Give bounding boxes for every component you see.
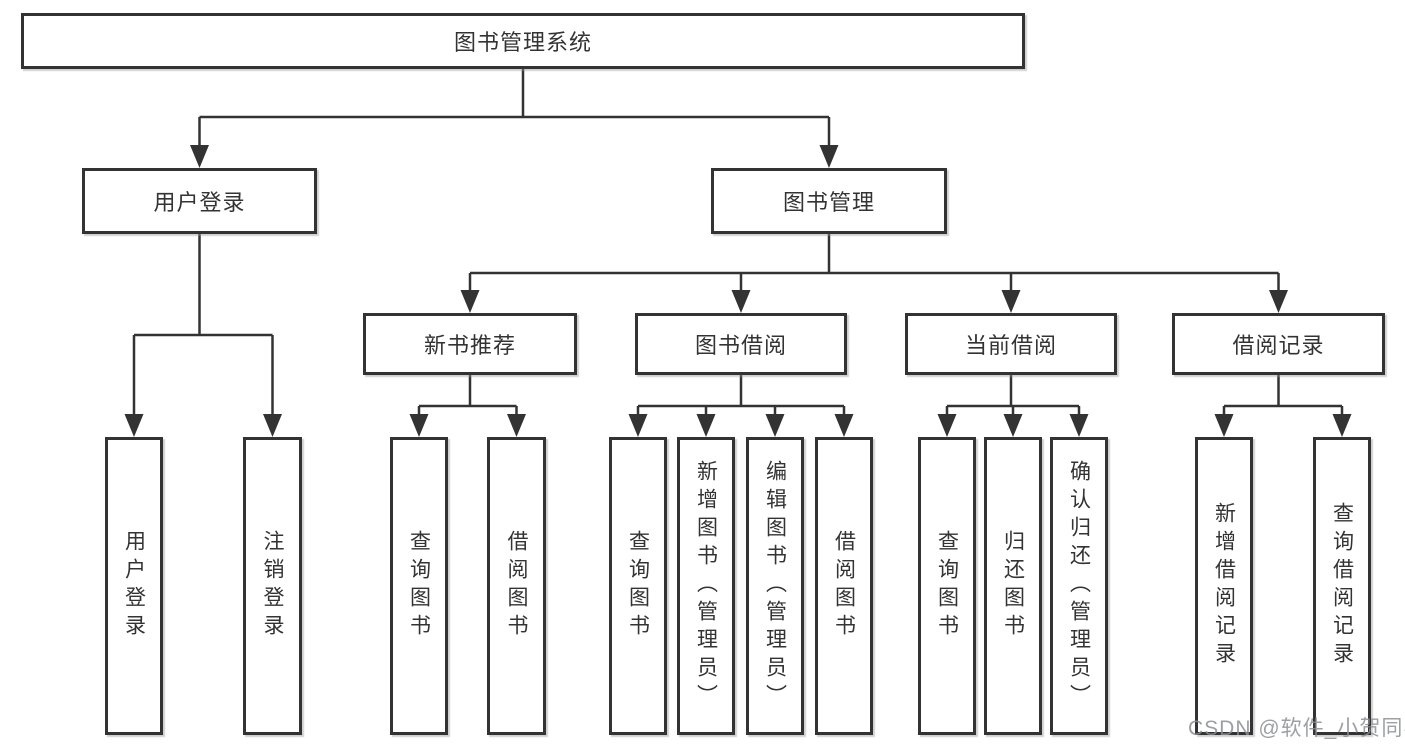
leaf-edit-book-admin-label: 编辑图书（管理员）	[763, 460, 787, 712]
leaf-query-books-3-label: 查询图书	[935, 530, 959, 642]
leaf-add-book-admin: 新增图书（管理员）	[677, 437, 735, 735]
connector-spines	[132, 69, 1344, 419]
watermark-text: CSDN @软件_小贺同学	[1188, 717, 1405, 740]
leaf-return-book-label: 归还图书	[1001, 530, 1025, 642]
node-new-book-recommend-label: 新书推荐	[423, 333, 516, 358]
leaf-add-borrow-record-label: 新增借阅记录	[1212, 502, 1236, 670]
leaf-logout-label: 注销登录	[261, 530, 284, 642]
node-current-borrow: 当前借阅	[905, 313, 1117, 375]
leaf-confirm-return-admin-label: 确认归还（管理员）	[1067, 460, 1091, 712]
node-borrow-records-label: 借阅记录	[1232, 333, 1325, 358]
leaf-edit-book-admin: 编辑图书（管理员）	[746, 437, 804, 735]
leaf-query-books-3: 查询图书	[918, 437, 976, 735]
leaf-logout: 注销登录	[243, 437, 302, 735]
leaf-query-books-1: 查询图书	[390, 437, 448, 735]
node-new-book-recommend: 新书推荐	[363, 313, 577, 375]
leaf-query-borrow-record: 查询借阅记录	[1313, 437, 1371, 735]
leaf-borrow-books-1: 借阅图书	[487, 437, 546, 735]
node-root-label: 图书管理系统	[453, 30, 592, 55]
node-book-management: 图书管理	[711, 168, 947, 234]
node-user-login-label: 用户登录	[153, 190, 246, 215]
node-user-login: 用户登录	[82, 168, 317, 234]
leaf-query-books-1-label: 查询图书	[407, 530, 431, 642]
leaf-borrow-books-2: 借阅图书	[815, 437, 873, 735]
node-current-borrow-label: 当前借阅	[964, 333, 1057, 358]
leaf-add-book-admin-label: 新增图书（管理员）	[694, 460, 718, 712]
leaf-user-login-label: 用户登录	[122, 530, 146, 642]
leaf-borrow-books-1-label: 借阅图书	[505, 530, 528, 642]
node-root: 图书管理系统	[21, 13, 1025, 69]
leaf-query-books-2-label: 查询图书	[626, 530, 650, 642]
leaf-borrow-books-2-label: 借阅图书	[832, 530, 856, 642]
node-book-management-label: 图书管理	[782, 190, 875, 215]
node-borrow-records: 借阅记录	[1172, 313, 1385, 375]
leaf-query-borrow-record-label: 查询借阅记录	[1330, 502, 1354, 670]
leaf-user-login: 用户登录	[105, 437, 163, 735]
leaf-confirm-return-admin: 确认归还（管理员）	[1050, 437, 1108, 735]
arrowheads	[124, 145, 1352, 437]
node-book-borrow-label: 图书借阅	[694, 333, 787, 358]
leaf-query-books-2: 查询图书	[609, 437, 667, 735]
leaf-add-borrow-record: 新增借阅记录	[1195, 437, 1253, 735]
node-book-borrow: 图书借阅	[635, 313, 847, 375]
leaf-return-book: 归还图书	[984, 437, 1042, 735]
